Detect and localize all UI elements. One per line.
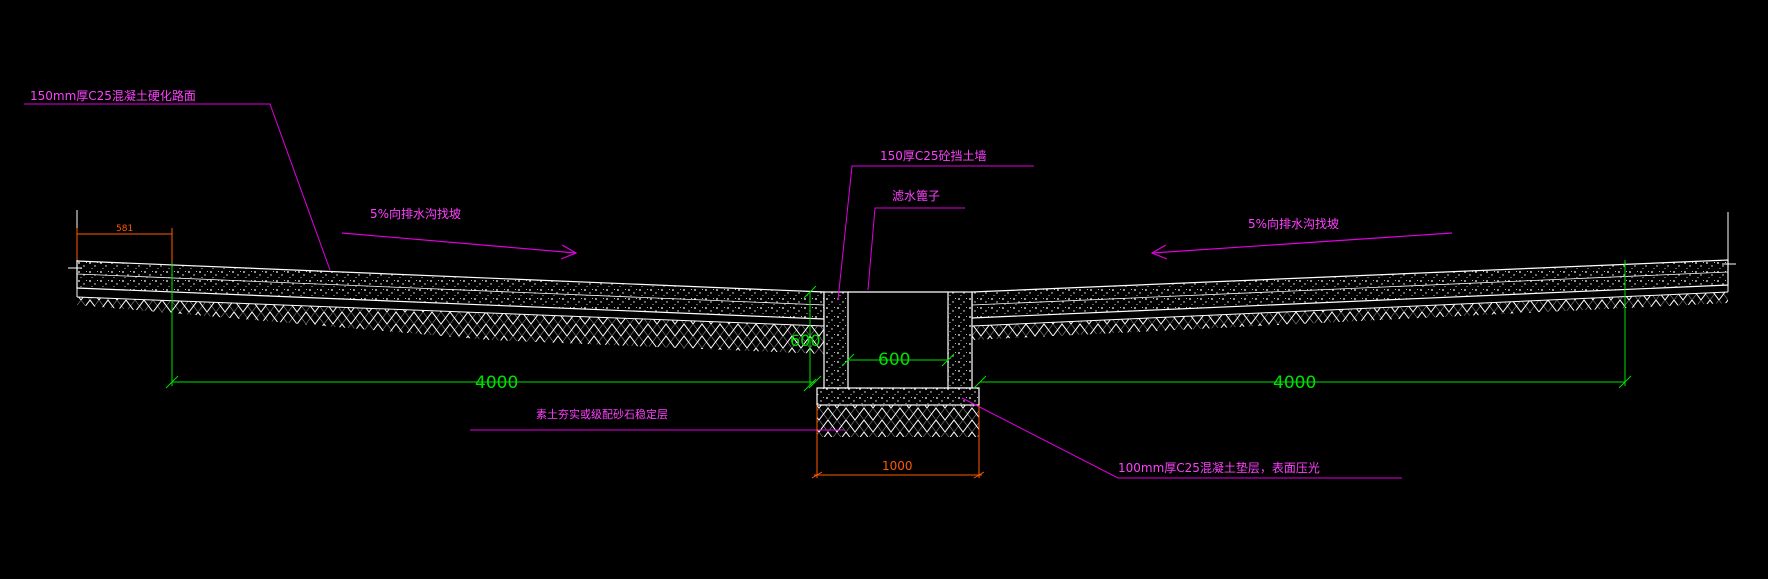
orange-dimension-lines (76, 228, 985, 479)
concrete-pavement-right (971, 259, 1729, 327)
slope-arrow-right (1151, 232, 1453, 254)
base-slab (816, 387, 980, 406)
annotation-labels: 150mm厚C25混凝土硬化路面 5%向排水沟找坡 150厚C25砼挡土墙 滤水… (30, 88, 1339, 475)
slope-right-label: 5%向排水沟找坡 (1248, 216, 1339, 231)
soil-hatching (77, 292, 1728, 437)
concrete-pavement-left (76, 260, 825, 327)
retaining-wall-label: 150厚C25砼挡土墙 (880, 149, 987, 163)
pavement-leader (24, 103, 331, 271)
leader-lines (24, 103, 1402, 479)
dim-left-width: 4000 (475, 373, 518, 393)
dim-right-width: 4000 (1273, 373, 1316, 393)
drain-cover-label: 滤水篦子 (892, 188, 940, 203)
base-slab-label: 100mm厚C25混凝土垫层，表面压光 (1118, 460, 1320, 475)
dim-depth: 600 (790, 331, 821, 350)
channel-walls (823, 291, 973, 389)
dimension-labels: 4000 4000 600 600 1000 581 (116, 224, 1316, 473)
slope-arrow-left (341, 232, 577, 254)
drain-cover-leader (867, 207, 965, 291)
retaining-wall-leader (837, 165, 1034, 301)
dim-edge-width: 581 (116, 224, 133, 234)
dim-base-width: 1000 (882, 459, 913, 473)
dimension-lines (165, 260, 1632, 392)
subgrade-label: 素土夯实或级配砂石稳定层 (536, 407, 668, 421)
pavement-label: 150mm厚C25混凝土硬化路面 (30, 88, 196, 103)
base-slab-leader (961, 397, 1402, 479)
slope-arrows (341, 232, 1453, 260)
slope-arrow-left-head (560, 244, 578, 260)
dim-channel-width: 600 (878, 350, 910, 370)
slope-arrow-right-head (1150, 244, 1168, 260)
slope-left-label: 5%向排水沟找坡 (370, 206, 461, 221)
